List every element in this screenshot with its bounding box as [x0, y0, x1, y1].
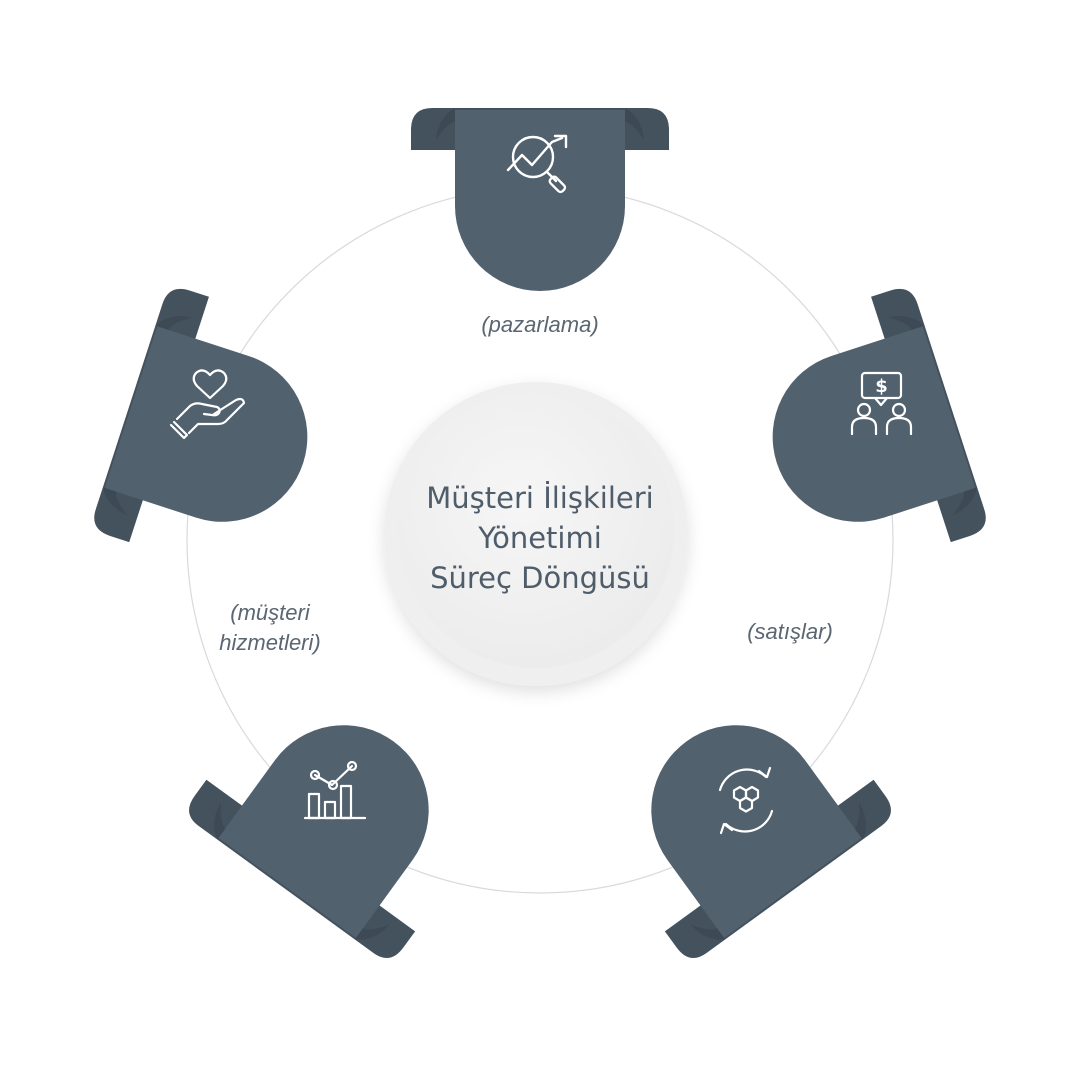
center-title-line-1: Müşteri İlişkileri	[426, 481, 654, 515]
hexagon-cycle-icon	[718, 766, 774, 835]
heart-hand-icon	[169, 369, 246, 440]
stage-tab-operations	[651, 725, 891, 958]
center-title-line-3: Süreç Döngüsü	[430, 561, 650, 595]
label-marketing: (pazarlama)	[481, 312, 599, 337]
svg-text:$: $	[875, 376, 888, 397]
stage-tab-analytics	[189, 725, 429, 958]
label-service-line-1: (müşteri	[230, 600, 310, 625]
center-title: Müşteri İlişkileri Yönetimi Süreç Döngüs…	[390, 478, 690, 598]
stage-tab-sales	[772, 288, 986, 543]
label-service: (müşteri hizmetleri)	[190, 598, 350, 658]
analytics-magnifier-icon	[506, 134, 568, 194]
stage-tab-marketing	[411, 108, 669, 291]
label-sales: (satışlar)	[747, 619, 833, 644]
center-inner-disc	[398, 392, 674, 668]
sales-meeting-icon: $	[850, 371, 913, 436]
center-title-line-2: Yönetimi	[478, 521, 602, 555]
bar-chart-trend-icon	[303, 760, 367, 820]
label-service-line-2: hizmetleri)	[219, 630, 321, 655]
stage-tab-service	[94, 288, 308, 543]
